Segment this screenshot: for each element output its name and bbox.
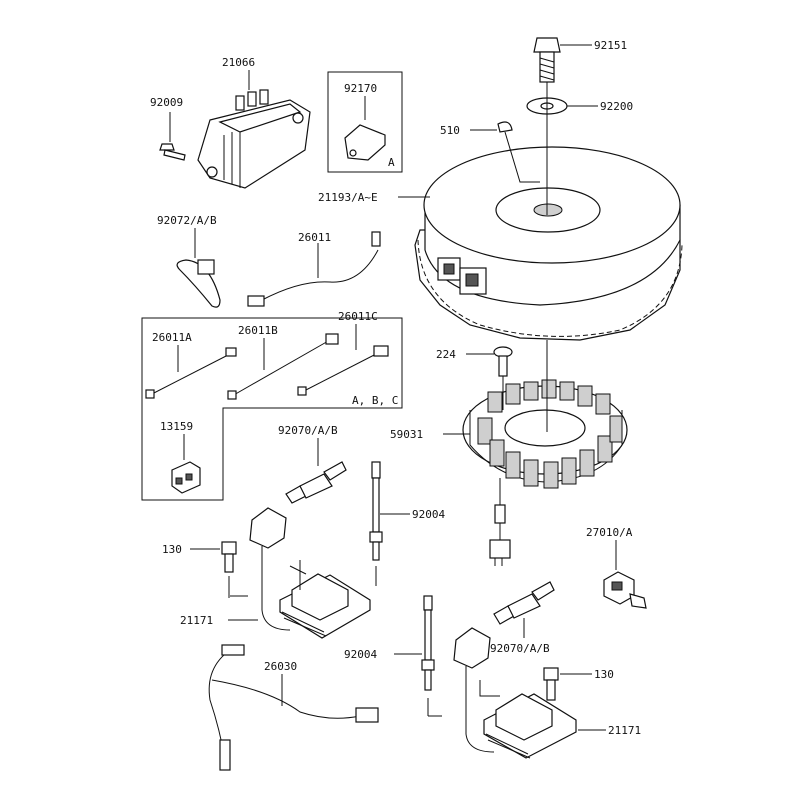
lead-26011b	[227, 333, 339, 400]
box-26011	[141, 317, 403, 501]
band-92072	[176, 259, 221, 308]
screw-92009	[159, 143, 186, 161]
stator-59031	[462, 379, 628, 489]
label-21193: 21193/A~E	[318, 191, 378, 204]
label-92170: 92170	[344, 82, 377, 95]
label-130-upper: 130	[162, 543, 182, 556]
label-92070-upper: 92070/A/B	[278, 424, 338, 437]
label-92070-lower: 92070/A/B	[490, 642, 550, 655]
label-26030: 26030	[264, 660, 297, 673]
label-26011c: 26011C	[338, 310, 378, 323]
regulator-part	[197, 89, 311, 189]
label-92009: 92009	[150, 96, 183, 109]
ignition-coil-lower	[453, 627, 577, 759]
label-26011: 26011	[298, 231, 331, 244]
label-box-a: A	[388, 156, 395, 169]
label-59031: 59031	[390, 428, 423, 441]
label-92004-lower: 92004	[344, 648, 377, 661]
label-27010: 27010/A	[586, 526, 633, 539]
lead-26030	[208, 644, 379, 771]
lead-26011a	[145, 347, 237, 399]
label-92200: 92200	[600, 100, 633, 113]
bolt-224	[493, 346, 513, 377]
spark-plug-upper	[285, 461, 347, 504]
label-21171-upper: 21171	[180, 614, 213, 627]
oil-sensor-27010	[603, 571, 647, 609]
label-box-abc: A, B, C	[352, 394, 398, 407]
flywheel-part	[414, 146, 683, 341]
bolt-130-upper	[221, 541, 237, 573]
label-21171-lower: 21171	[608, 724, 641, 737]
key-510	[497, 121, 513, 133]
stud-92004-lower	[421, 595, 435, 691]
label-92151: 92151	[594, 39, 627, 52]
label-13159: 13159	[160, 420, 193, 433]
ignition-coil-upper	[249, 507, 371, 639]
lead-26011c	[297, 345, 389, 396]
spark-plug-lower	[493, 581, 555, 625]
box-92170	[327, 71, 403, 173]
bolt-130-lower	[543, 667, 559, 701]
label-26011a: 26011A	[152, 331, 192, 344]
label-510: 510	[440, 124, 460, 137]
label-92004-upper: 92004	[412, 508, 445, 521]
label-92072: 92072/A/B	[157, 214, 217, 227]
label-21066: 21066	[222, 56, 255, 69]
bolt-92151	[533, 37, 561, 83]
label-130-lower: 130	[594, 668, 614, 681]
label-224: 224	[436, 348, 456, 361]
label-26011b: 26011B	[238, 324, 278, 337]
lead-26011	[247, 231, 381, 307]
stud-92004-upper	[369, 461, 383, 561]
